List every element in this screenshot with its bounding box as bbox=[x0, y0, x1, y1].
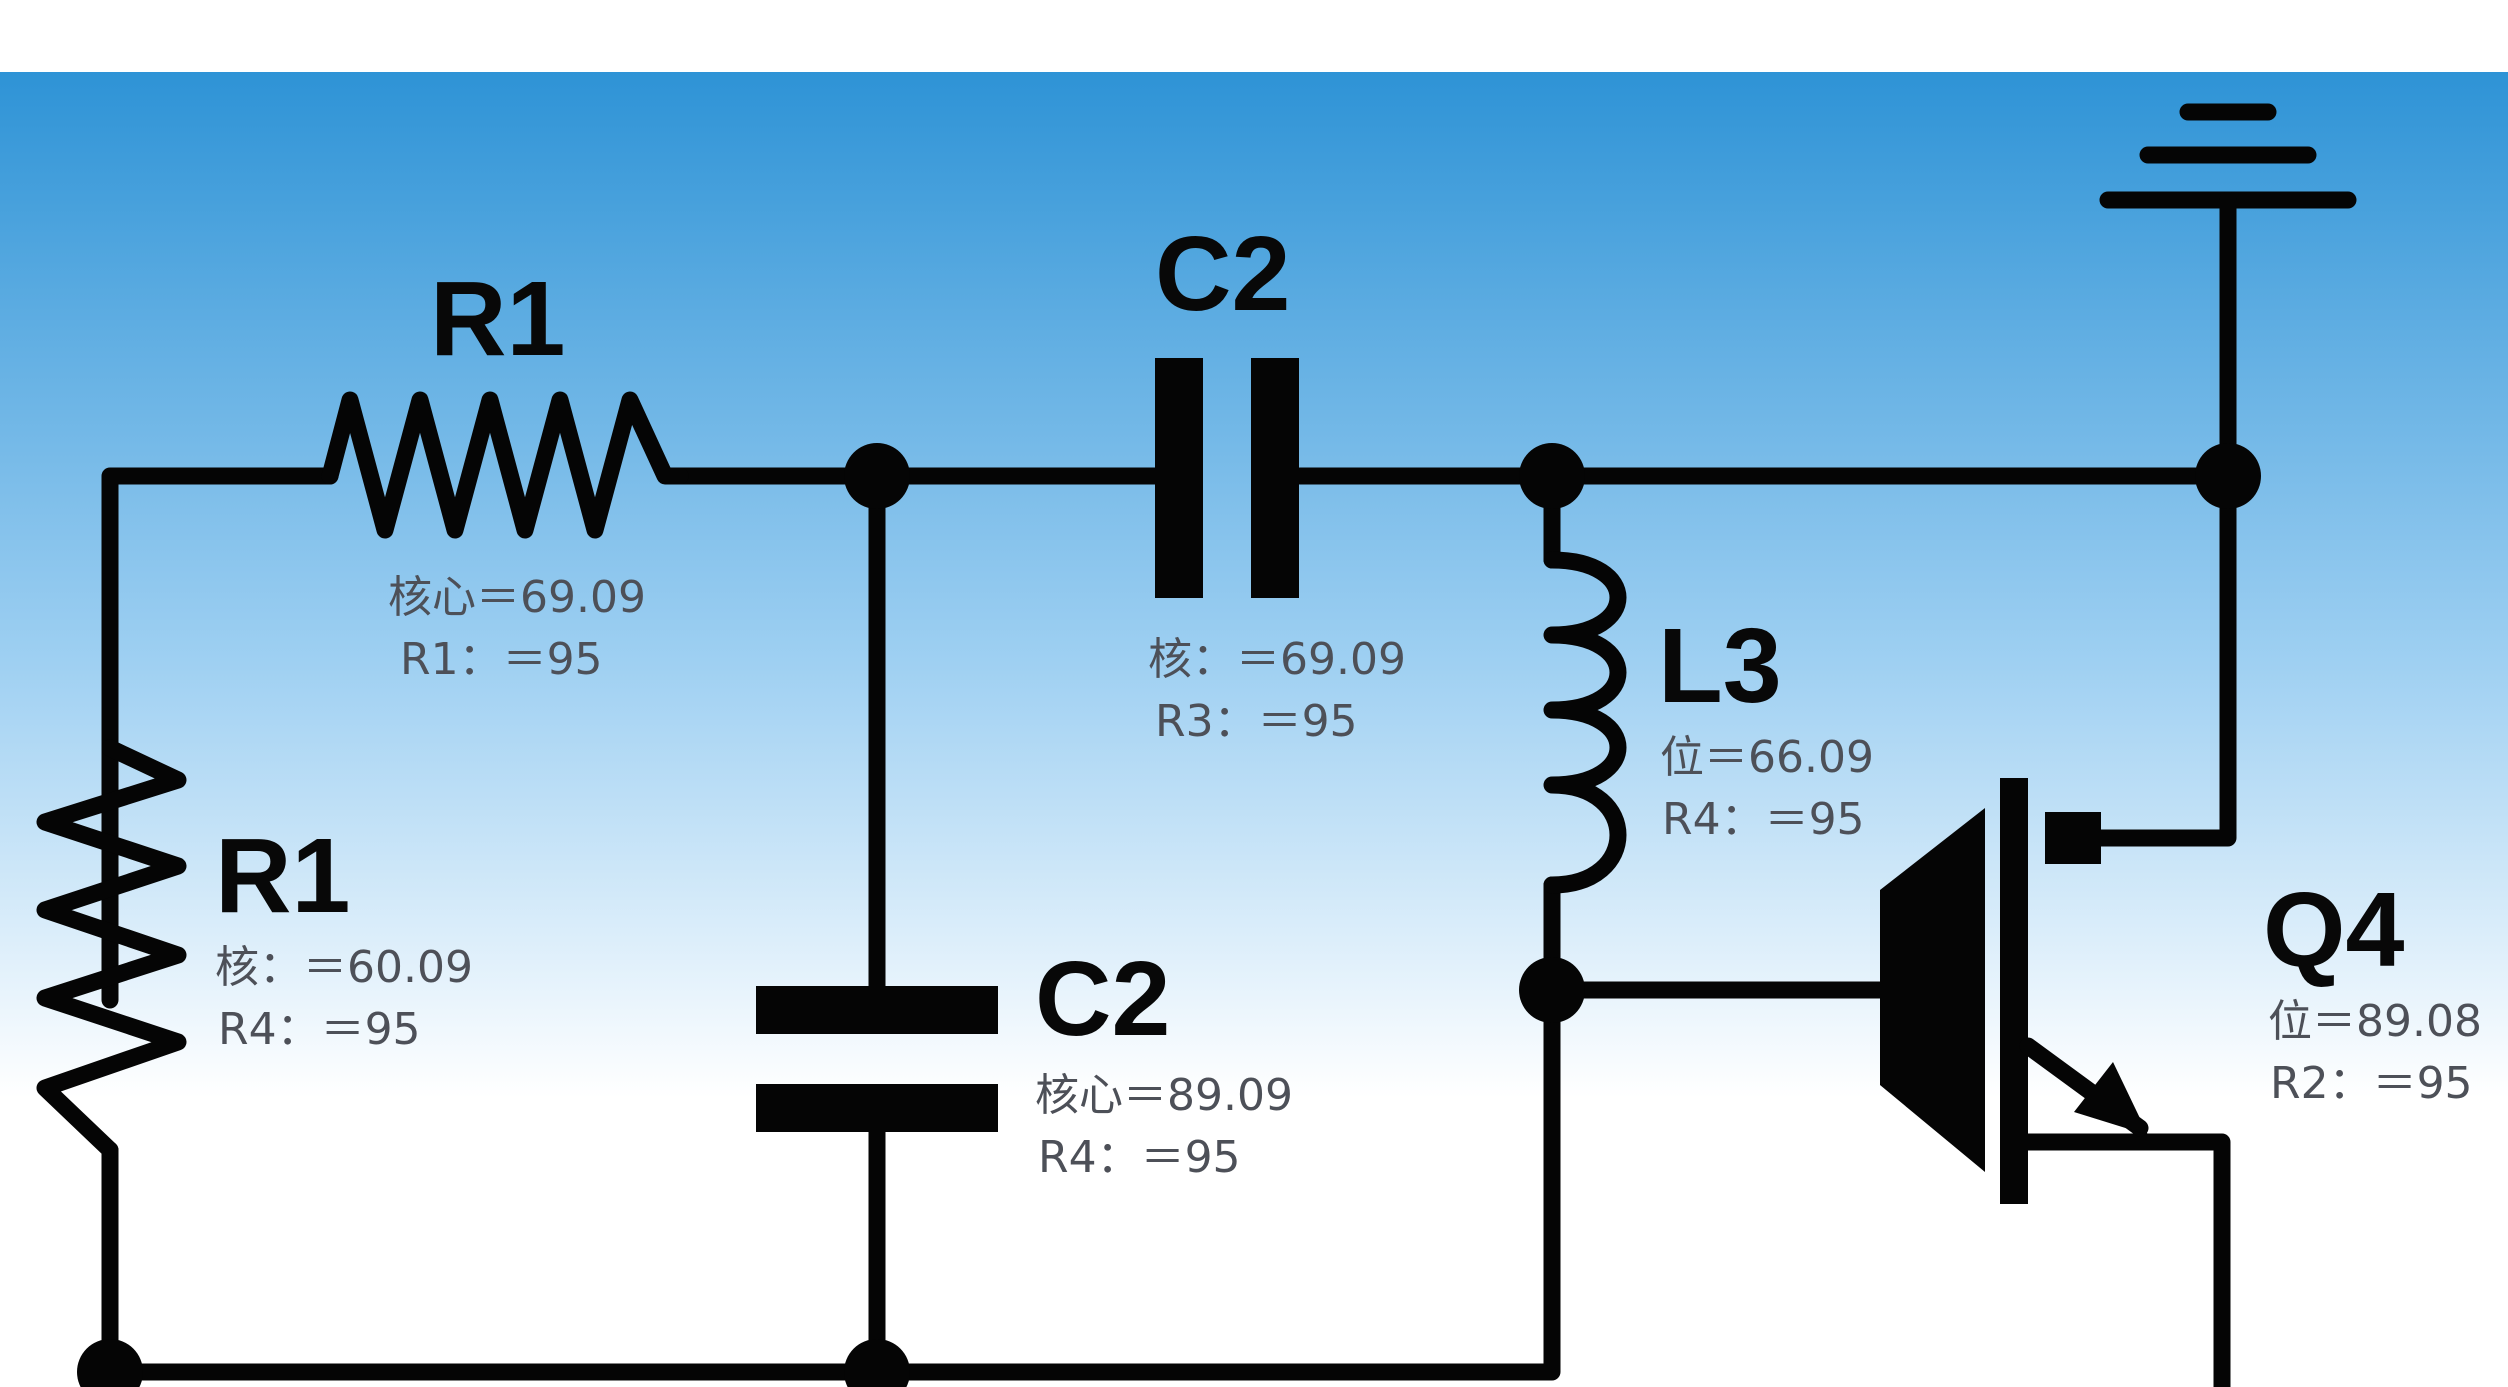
value-c2-mid-line1: 核心＝89.09 bbox=[1035, 1070, 1293, 1121]
inductor-l3-icon bbox=[1543, 551, 1627, 894]
value-l3-line1: 位＝66.09 bbox=[1660, 732, 1874, 783]
value-c2-top-line2: R3：＝95 bbox=[1155, 696, 1358, 747]
wire-emitter bbox=[2013, 1133, 2231, 1387]
ground-icon bbox=[2099, 103, 2357, 487]
transistor-q4-icon bbox=[1880, 778, 2149, 1204]
label-c2-mid: C2 bbox=[1035, 940, 1171, 1058]
value-l3-line2: R4：＝95 bbox=[1662, 794, 1865, 845]
resistor-r1-left-icon bbox=[36, 739, 187, 1159]
value-r1-left-line2: R4：＝95 bbox=[218, 1004, 421, 1055]
value-r1-left-line1: 核：＝60.09 bbox=[215, 942, 473, 993]
label-c2-top: C2 bbox=[1155, 215, 1291, 333]
value-c2-mid-line2: R4：＝95 bbox=[1038, 1132, 1241, 1183]
value-q4-line1: 位＝89.08 bbox=[2268, 996, 2482, 1047]
wire-r1left-to-bottom bbox=[101, 981, 1561, 1381]
sky-gradient-background bbox=[0, 72, 2508, 1387]
value-r1-top-line2: R1：＝95 bbox=[400, 634, 603, 685]
label-l3: L3 bbox=[1658, 607, 1782, 725]
value-r1-top-line1: 核心＝69.09 bbox=[388, 572, 646, 623]
label-r1-left: R1 bbox=[215, 817, 351, 935]
capacitor-c2-top-icon bbox=[1155, 358, 1299, 598]
top-white-band bbox=[0, 0, 2508, 72]
wire-collector bbox=[2051, 467, 2237, 847]
wire-top-left bbox=[101, 467, 339, 1009]
junction-dots bbox=[77, 443, 2261, 1387]
label-r1-top: R1 bbox=[430, 260, 566, 378]
resistor-r1-top-icon bbox=[321, 391, 689, 539]
label-q4: Q4 bbox=[2263, 871, 2404, 989]
wires bbox=[101, 467, 2237, 1387]
value-c2-top-line1: 核：＝69.09 bbox=[1148, 634, 1406, 685]
value-q4-line2: R2：＝95 bbox=[2270, 1058, 2473, 1109]
capacitor-c2-mid-icon bbox=[756, 986, 998, 1132]
